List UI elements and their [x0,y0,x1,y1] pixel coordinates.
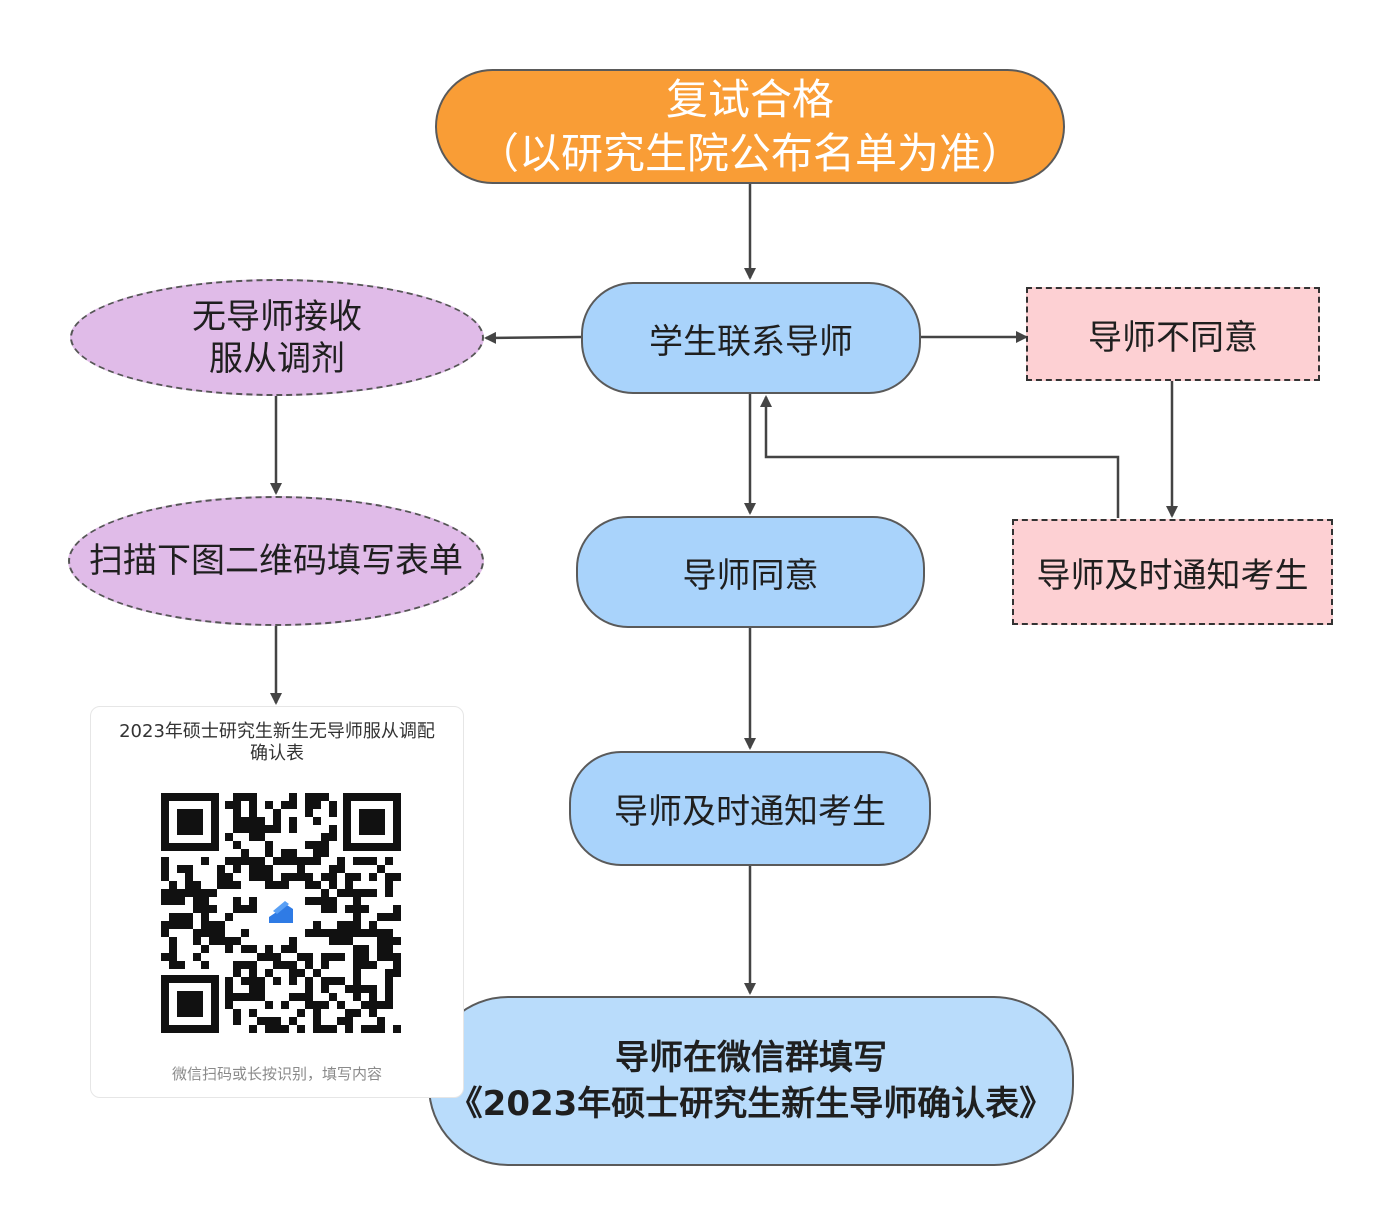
node-no-advisor: 无导师接收 服从调剂 [70,279,484,396]
node-contact-advisor: 学生联系导师 [581,282,921,394]
node-fill-form: 导师在微信群填写 《2023年硕士研究生新生导师确认表》 [428,996,1074,1166]
node-advisor-agree: 导师同意 [576,516,925,628]
node-no-advisor-line2: 服从调剂 [209,338,345,379]
qr-card-title: 2023年硕士研究生新生无导师服从调配确认表 [119,721,435,764]
node-notify-center-label: 导师及时通知考生 [614,792,886,832]
node-fill-form-line2: 《2023年硕士研究生新生导师确认表》 [448,1084,1054,1124]
node-scan-qr-label: 扫描下图二维码填写表单 [89,541,463,581]
node-contact-advisor-label: 学生联系导师 [649,321,853,362]
node-pass-retest: 复试合格 （以研究生院公布名单为准） [435,69,1065,184]
node-fill-form-line1: 导师在微信群填写 [615,1038,887,1078]
node-advisor-agree-label: 导师同意 [682,555,819,596]
node-notify-right: 导师及时通知考生 [1012,519,1333,625]
arrow-contact-to-noadvisor [484,331,582,344]
node-pass-retest-line2: （以研究生院公布名单为准） [476,128,1023,178]
qr-card-caption: 微信扫码或长按识别，填写内容 [171,1065,382,1083]
arrow-notify-back-to-contact [760,395,1120,518]
qr-card: 2023年硕士研究生新生无导师服从调配确认表 微信扫码或长按识别，填写内容 [90,706,464,1098]
node-notify-center: 导师及时通知考生 [569,751,931,866]
node-notify-right-label: 导师及时通知考生 [1036,555,1309,596]
node-pass-retest-line1: 复试合格 [665,74,834,124]
node-advisor-disagree: 导师不同意 [1026,287,1320,381]
node-advisor-disagree-label: 导师不同意 [1088,317,1258,358]
qr-code[interactable] [161,793,401,1033]
node-no-advisor-line1: 无导师接收 [192,296,362,337]
node-scan-qr: 扫描下图二维码填写表单 [68,496,484,626]
